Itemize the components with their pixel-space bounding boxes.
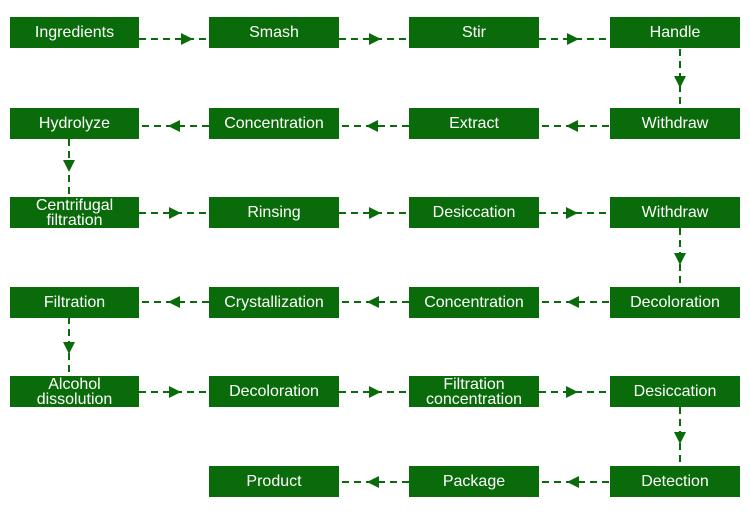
step-desiccation-1: Desiccation	[409, 197, 539, 228]
step-handle: Handle	[610, 17, 740, 48]
connector-decoloration-to-concentration	[540, 296, 609, 308]
step-filtration-concentration: Filtration concentration	[409, 376, 539, 407]
step-desiccation-2: Desiccation	[610, 376, 740, 407]
connector-ingredients-to-smash	[139, 33, 208, 45]
connector-smash-to-stir	[339, 33, 409, 45]
step-crystallization: Crystallization	[209, 287, 339, 318]
step-product: Product	[209, 466, 339, 497]
connector-desiccation-to-withdraw	[539, 207, 609, 219]
connector-alcohol-dissolution-to-decoloration	[139, 386, 208, 398]
connector-stir-to-handle	[539, 33, 609, 45]
step-withdraw-1: Withdraw	[610, 108, 740, 139]
connector-filtration-to-alcohol-dissolution	[63, 317, 75, 376]
step-smash: Smash	[209, 17, 339, 48]
step-concentration-1: Concentration	[209, 108, 339, 139]
connector-withdraw-to-extract	[540, 120, 609, 132]
connector-concentration-to-crystallization	[340, 296, 409, 308]
step-stir: Stir	[409, 17, 539, 48]
step-package: Package	[409, 466, 539, 497]
step-decoloration-1: Decoloration	[610, 287, 740, 318]
connector-withdraw-to-decoloration	[674, 228, 686, 287]
step-alcohol-dissolution: Alcohol dissolution	[10, 376, 139, 407]
connector-detection-to-package	[540, 476, 609, 488]
connector-handle-to-withdraw	[674, 49, 686, 108]
connector-crystallization-to-filtration	[140, 296, 209, 308]
step-concentration-2: Concentration	[409, 287, 539, 318]
connector-concentration-to-hydrolyze	[140, 120, 209, 132]
connector-desiccation-to-detection	[674, 407, 686, 466]
connector-hydrolyze-to-centrifugal-filtration	[63, 139, 75, 197]
connector-filtration-concentration-to-desiccation	[539, 386, 609, 398]
step-centrifugal-filtration: Centrifugal filtration	[10, 197, 139, 228]
step-withdraw-2: Withdraw	[610, 197, 740, 228]
step-decoloration-2: Decoloration	[209, 376, 339, 407]
connector-centrifugal-filtration-to-rinsing	[139, 207, 208, 219]
step-filtration: Filtration	[10, 287, 139, 318]
connector-package-to-product	[340, 476, 409, 488]
step-detection: Detection	[610, 466, 740, 497]
step-hydrolyze: Hydrolyze	[10, 108, 139, 139]
step-extract: Extract	[409, 108, 539, 139]
connector-rinsing-to-desiccation	[339, 207, 409, 219]
step-rinsing: Rinsing	[209, 197, 339, 228]
connector-extract-to-concentration	[340, 120, 409, 132]
step-ingredients: Ingredients	[10, 17, 139, 48]
connector-decoloration-to-filtration-concentration	[339, 386, 409, 398]
